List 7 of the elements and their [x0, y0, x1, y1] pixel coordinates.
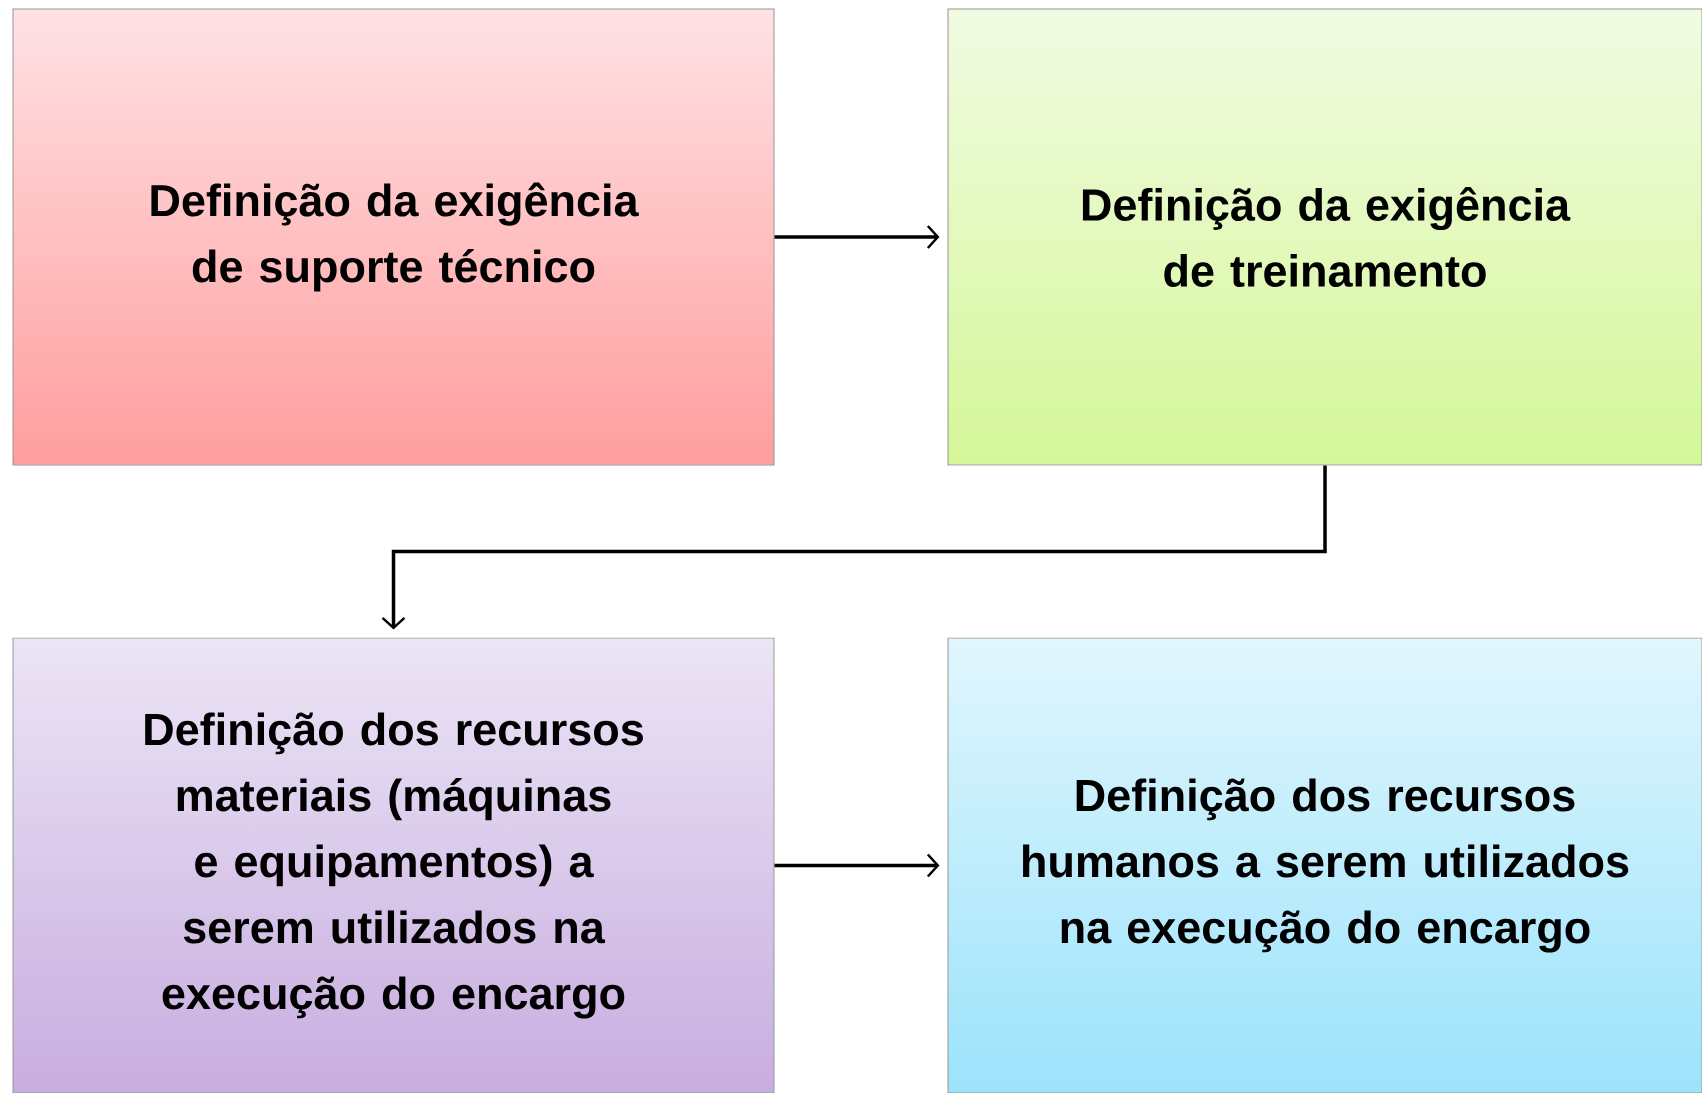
arrow [774, 225, 940, 249]
process-box: Definição dos recursos materiais (máquinas e equipamentos) a serem utilizados na execução do encargo [12, 637, 775, 1093]
process-box: Definição da exigência de treinamento [947, 8, 1702, 466]
arrow [381, 465, 1327, 630]
process-box: Definição da exigência de suporte técnico [12, 8, 775, 466]
arrow [774, 853, 940, 878]
process-box: Definição dos recursos humanos a serem utilizados na execução do encargo [947, 637, 1702, 1093]
